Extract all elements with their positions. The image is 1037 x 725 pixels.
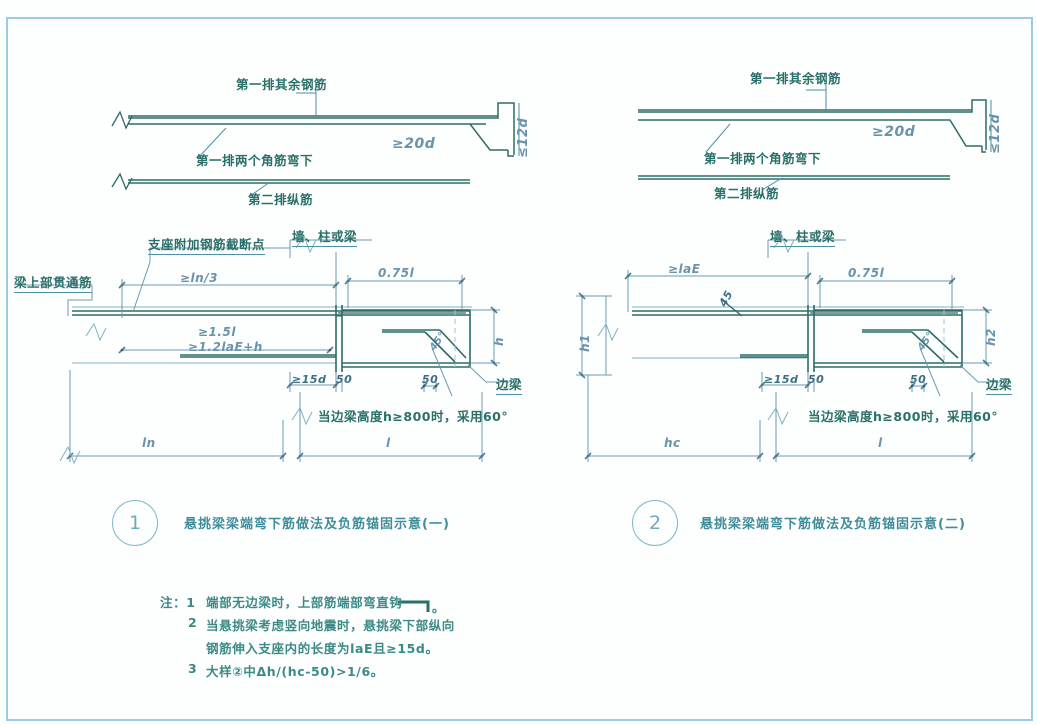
dim-lae-2: ≥laE — [668, 262, 701, 276]
label-edge-beam-2: 边梁 — [986, 374, 1013, 395]
dim-12d-1: ≤12d — [516, 117, 531, 158]
note-edge-beam-height-1: 当边梁高度h≥800时，采用60° — [318, 409, 509, 424]
note-edge-beam-height-2: 当边梁高度h≥800时，采用60° — [808, 409, 999, 424]
note-item-1-suffix: 。 — [432, 600, 446, 615]
dim-12lae-plus-h: ≥1.2laE+h — [188, 340, 263, 354]
dim-20d-2: ≥20d — [872, 124, 916, 140]
figure-caption-1: 悬挑梁梁端弯下筋做法及负筋锚固示意(一) — [184, 517, 450, 532]
label-second-row-bars-1: 第二排纵筋 — [248, 192, 314, 207]
note-item-3-text: 大样②中Δh/(hc-50)>1/6。 — [206, 664, 384, 679]
note-item-1-text: 端部无边梁时，上部筋端部弯直钩 — [206, 595, 403, 610]
dim-h-1: h — [492, 336, 506, 346]
dim-50-right-2: 50 — [910, 373, 927, 386]
figure-number-1: 1 — [112, 500, 158, 546]
dim-l-overall-1: l — [386, 436, 391, 450]
dim-l-overall-2: l — [878, 436, 883, 450]
figure-number-2: 2 — [632, 500, 678, 546]
dim-15l: ≥1.5l — [198, 325, 236, 339]
notes-heading: 注：1 — [160, 595, 196, 610]
note-item-3-num: 3 — [188, 661, 198, 676]
label-first-row-other-bars-2: 第一排其余钢筋 — [750, 71, 842, 86]
note-item-2-text-cont: 钢筋伸入支座内的长度为laE且≥15d。 — [206, 641, 439, 656]
note-item-2-text: 当悬挑梁考虑竖向地震时，悬挑梁下部纵向 — [206, 618, 455, 633]
dim-h1-2: h1 — [578, 334, 592, 352]
dim-15d-1: ≥15d — [292, 373, 327, 386]
figure-caption-2: 悬挑梁梁端弯下筋做法及负筋锚固示意(二) — [700, 517, 966, 532]
label-edge-beam-1: 边梁 — [496, 374, 523, 395]
dim-ln-over-3: ≥ln/3 — [180, 271, 218, 285]
label-first-row-other-bars-1: 第一排其余钢筋 — [236, 77, 328, 92]
dim-075l-2: 0.75l — [848, 266, 885, 280]
dim-12d-2: ≤12d — [988, 113, 1003, 154]
dim-075l-1: 0.75l — [378, 266, 415, 280]
dim-50-left-2: 50 — [808, 373, 825, 386]
note-item-2-num: 2 — [188, 615, 198, 630]
label-support-extra-cut-point: 支座附加钢筋截断点 — [148, 234, 266, 255]
sheet-border — [6, 17, 1033, 721]
label-two-corner-bent-2: 第一排两个角筋弯下 — [704, 151, 822, 166]
dim-h2-2: h2 — [984, 328, 998, 346]
dim-20d-1: ≥20d — [392, 136, 436, 152]
label-wall-column-beam-2: 墙、柱或梁 — [770, 226, 836, 247]
label-two-corner-bent-1: 第一排两个角筋弯下 — [196, 153, 314, 168]
dim-ln-overall-1: ln — [142, 436, 156, 450]
dim-50-left-1: 50 — [336, 373, 353, 386]
dim-15d-2: ≥15d — [764, 373, 799, 386]
label-second-row-bars-2: 第二排纵筋 — [714, 186, 780, 201]
label-wall-column-beam-1: 墙、柱或梁 — [292, 226, 358, 247]
dim-hc-2: hc — [664, 436, 681, 450]
dim-50-right-1: 50 — [422, 373, 439, 386]
label-top-through-bar: 梁上部贯通筋 — [14, 272, 93, 293]
